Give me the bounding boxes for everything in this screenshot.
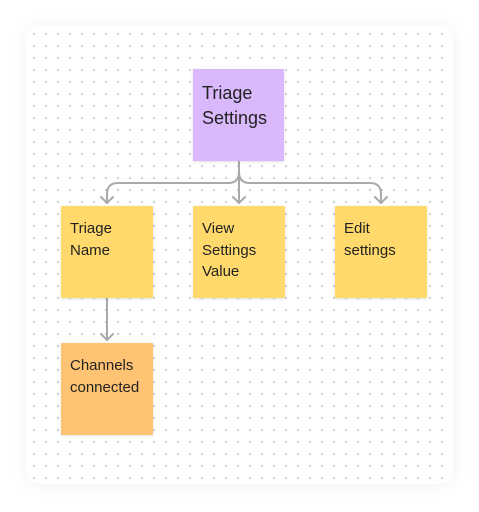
sticky-note-triage-name[interactable]: Triage Name — [61, 206, 153, 298]
sticky-note-view-settings-value[interactable]: View Settings Value — [193, 206, 285, 298]
sticky-note-edit-settings[interactable]: Edit settings — [335, 206, 427, 298]
sticky-note-channels-connected[interactable]: Channels connected — [61, 343, 153, 435]
sticky-note-triage-settings[interactable]: Triage Settings — [193, 69, 284, 161]
